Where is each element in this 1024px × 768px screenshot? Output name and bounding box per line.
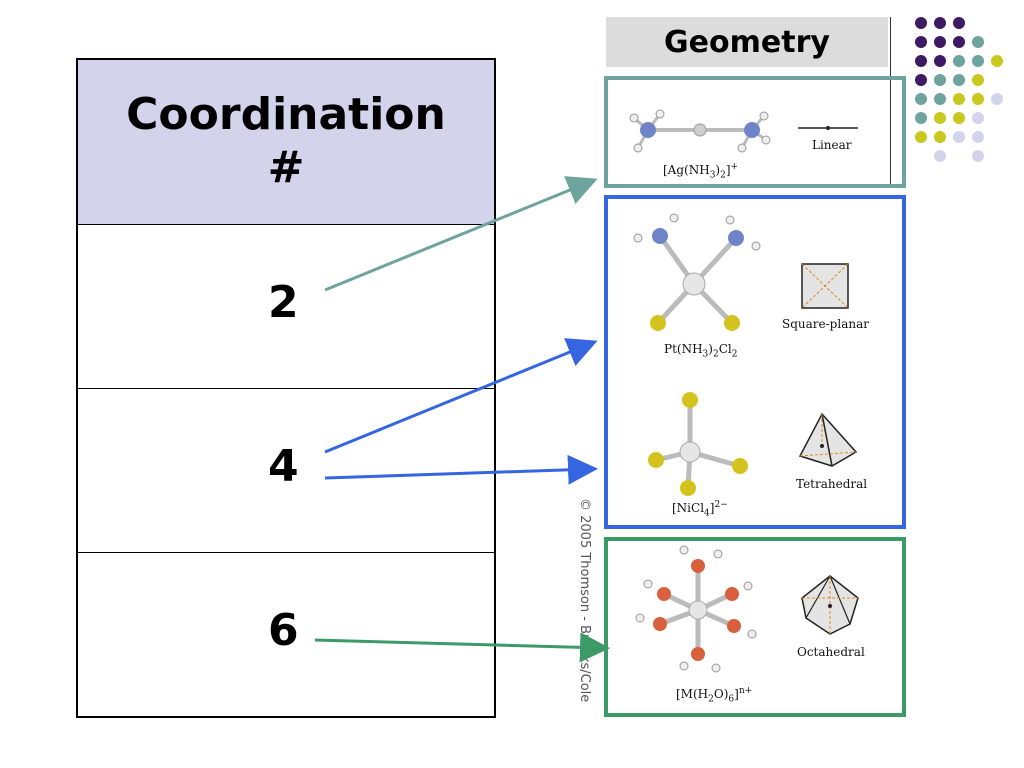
tetrahedral-formula: [NiCl4]2− — [672, 500, 728, 519]
linear-molecule-image — [629, 109, 771, 153]
coordination-table: Coordination # 2 4 6 — [76, 58, 496, 718]
linear-label: Linear — [812, 138, 852, 152]
coordination-row-6: 6 — [78, 553, 494, 717]
geometry-header-text: Geometry — [664, 24, 830, 60]
arrow-6-to-octahedral — [314, 632, 610, 663]
square-planar-shape-icon — [801, 263, 849, 309]
linear-geometry-box — [604, 76, 906, 188]
linear-shape-icon — [798, 126, 858, 130]
octahedral-shape-icon — [801, 575, 859, 635]
linear-formula: [Ag(NH3)2]+ — [663, 162, 739, 181]
coordination-number-2: 2 — [268, 277, 299, 328]
coordination-header: Coordination # — [78, 60, 494, 225]
geometry-divider — [890, 17, 891, 187]
dot-row-3 — [915, 55, 1003, 67]
dot-row-4 — [915, 74, 984, 86]
arrow-4-to-square-planar — [324, 338, 598, 454]
dot-row-5 — [915, 93, 1003, 105]
tetrahedral-shape-icon — [798, 412, 858, 467]
coordination-row-2: 2 — [78, 225, 494, 389]
octahedral-formula: [M(H2O)6]n+ — [676, 686, 753, 705]
dot-row-2 — [915, 36, 984, 48]
coordination-row-4: 4 — [78, 389, 494, 553]
arrow-2-to-linear — [324, 176, 598, 292]
coordination-number-4: 4 — [268, 441, 299, 492]
octahedral-label: Octahedral — [797, 645, 865, 659]
square-planar-label: Square-planar — [782, 317, 869, 331]
tetrahedral-label: Tetrahedral — [796, 477, 868, 491]
octahedral-geometry-box — [604, 537, 906, 717]
arrow-4-to-tetrahedral — [324, 454, 598, 485]
square-planar-formula: Pt(NH3)2Cl2 — [664, 342, 738, 360]
dot-row-7 — [915, 131, 984, 143]
coordination-header-text: Coordination # — [126, 89, 446, 193]
octahedral-molecule-image — [635, 545, 757, 673]
geometry-header: Geometry — [606, 17, 888, 67]
dot-row-8 — [934, 150, 984, 162]
dot-row-6 — [915, 112, 984, 124]
four-coordinate-geometry-box — [604, 195, 906, 529]
coordination-number-6: 6 — [268, 605, 299, 656]
square-planar-molecule-image — [633, 213, 761, 331]
dot-row-1 — [915, 17, 965, 29]
tetrahedral-molecule-image — [648, 392, 748, 496]
